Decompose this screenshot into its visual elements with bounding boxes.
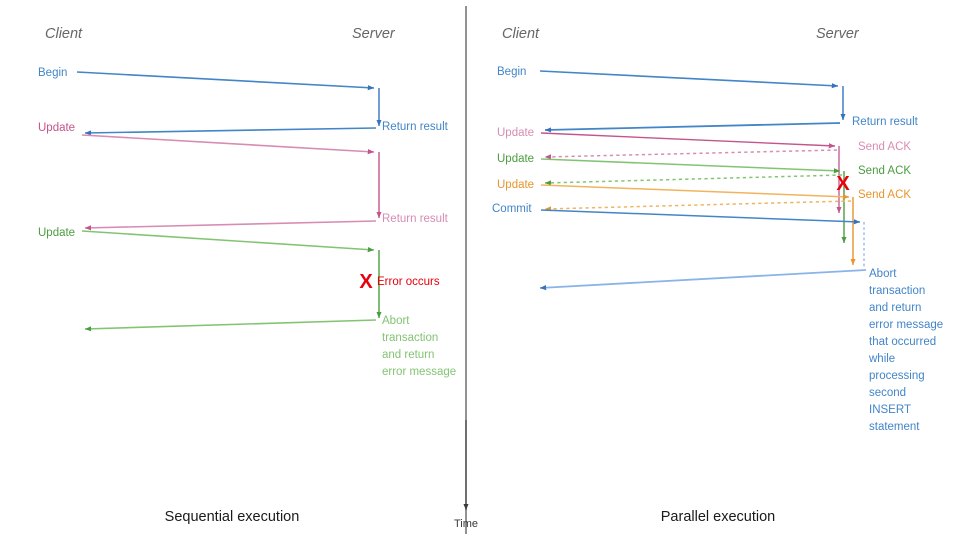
- sequential-error-icon: X: [359, 271, 373, 293]
- parallel-arrow-begin: [539, 70, 839, 89]
- sequential-server-lane-label: Server: [352, 26, 396, 42]
- sequential-panel-caption: Sequential execution: [165, 509, 300, 525]
- sequential-arrow-return-result-1: [84, 127, 377, 136]
- sequential-label-return-result-2: Return result: [382, 213, 449, 225]
- parallel-panel-caption: Parallel execution: [661, 509, 775, 525]
- parallel-label-update-3: Update: [497, 179, 534, 191]
- sequential-error-label: Error occurs: [377, 276, 440, 288]
- parallel-arrow-update-1: [540, 132, 836, 149]
- parallel-error-icon: X: [836, 173, 850, 195]
- sequential-arrow-begin: [76, 71, 375, 91]
- abort-note-line: INSERT: [869, 404, 911, 416]
- abort-note-line: second: [869, 387, 906, 399]
- parallel-label-send-ack-1: Send ACK: [858, 141, 911, 153]
- abort-note-line: and return: [869, 302, 921, 314]
- sequential-label-return-result-1: Return result: [382, 121, 449, 133]
- sequential-label-begin: Begin: [38, 67, 67, 79]
- parallel-label-begin: Begin: [497, 66, 526, 78]
- parallel-client-lane-label: Client: [502, 26, 540, 42]
- parallel-label-update-2: Update: [497, 153, 534, 165]
- abort-note-line: while: [868, 353, 895, 365]
- parallel-arrow-ack-3: [544, 200, 852, 212]
- sequential-arrow-return-result-2: [84, 220, 377, 231]
- abort-note-line: error message: [382, 366, 456, 378]
- parallel-label-send-ack-2: Send ACK: [858, 165, 911, 177]
- parallel-abort-note: Abort transaction and return error messa…: [868, 268, 946, 433]
- parallel-arrow-update-3: [540, 184, 850, 200]
- parallel-arrow-update-2: [540, 158, 841, 174]
- parallel-label-return-result: Return result: [852, 116, 919, 128]
- sequential-client-lane-label: Client: [45, 26, 83, 42]
- parallel-arrow-ack-1: [544, 149, 838, 160]
- parallel-server-lane-label: Server: [816, 26, 860, 42]
- sequential-label-update-1: Update: [38, 122, 75, 134]
- abort-note-line: error message: [869, 319, 943, 331]
- sequential-abort-note: Abort transaction and return error messa…: [382, 315, 456, 378]
- parallel-label-update-1: Update: [497, 127, 534, 139]
- abort-note-line: Abort: [382, 315, 410, 327]
- parallel-arrow-commit: [540, 209, 861, 225]
- sequential-arrow-abort-return: [84, 319, 377, 332]
- abort-note-line: that occurred: [869, 336, 936, 348]
- abort-note-line: and return: [382, 349, 434, 361]
- abort-note-line: transaction: [869, 285, 925, 297]
- parallel-label-commit: Commit: [492, 203, 532, 215]
- parallel-arrow-abort-return: [539, 269, 867, 291]
- time-axis-label: Time: [454, 518, 478, 530]
- parallel-label-send-ack-3: Send ACK: [858, 189, 911, 201]
- parallel-arrow-return-result: [544, 122, 841, 133]
- parallel-arrow-ack-2: [544, 174, 843, 186]
- abort-note-line: transaction: [382, 332, 438, 344]
- sequential-label-update-2: Update: [38, 227, 75, 239]
- abort-note-line: statement: [869, 421, 920, 433]
- sequential-arrow-update-1: [81, 134, 375, 155]
- abort-note-line: processing: [869, 370, 925, 382]
- sequential-arrow-update-2: [81, 230, 375, 253]
- abort-note-line: Abort: [869, 268, 897, 280]
